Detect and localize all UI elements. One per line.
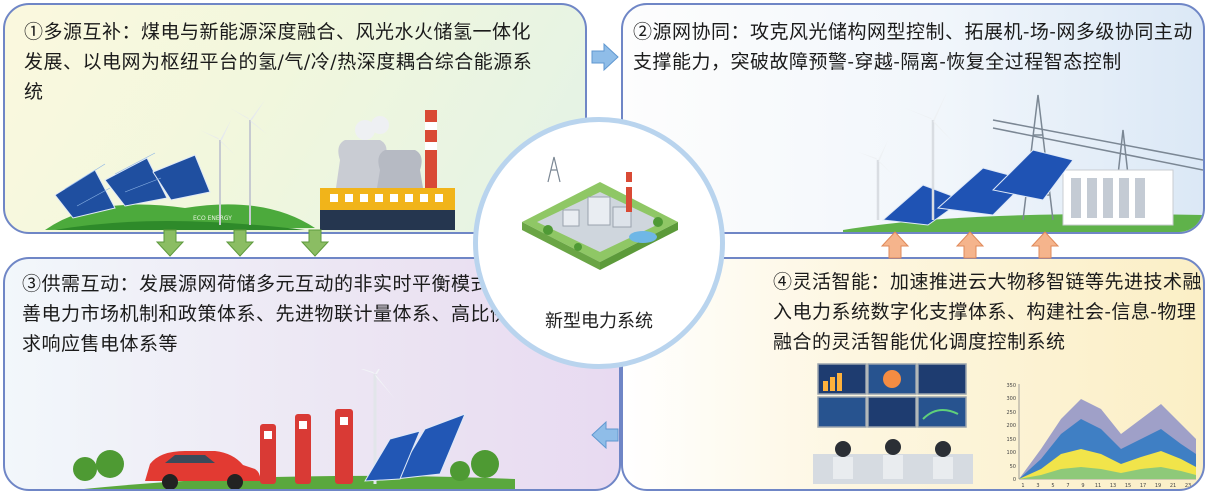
control-room-illustration [813, 363, 973, 484]
panel-flexible-intelligence: ④灵活智能：加速推进云大物移智链等先进技术融入电力系统数字化支撑体系、构建社会-… [621, 257, 1205, 491]
arrow-up-icon [955, 231, 985, 259]
arrow-right-icon [591, 42, 619, 72]
x-tick: 3 [1036, 483, 1039, 489]
x-tick: 7 [1066, 483, 1069, 489]
x-tick: 13 [1110, 483, 1116, 489]
y-tick: 350 [1006, 383, 1016, 389]
load-area-chart: 350 300 250 200 150 100 50 0 1 3 5 7 9 1… [1006, 383, 1196, 489]
panel-source-grid: ②源网协同：攻克风光储构网型控制、拓展机-场-网多级协同主动支撑能力，突破故障预… [621, 3, 1205, 234]
panel-multi-source: ①多源互补：煤电与新能源深度融合、风光水火储氢一体化发展、以电网为枢纽平台的氢/… [3, 3, 587, 234]
x-tick: 15 [1125, 483, 1131, 489]
power-system-isometric-icon [522, 156, 678, 270]
panel-supply-demand-text: ③供需互动：发展源网荷储多元互动的非实时平衡模式、完善电力市场机制和政策体系、先… [22, 273, 530, 355]
arrow-up-icon [880, 231, 910, 259]
panel-multi-source-text: ①多源互补：煤电与新能源深度融合、风光水火储氢一体化发展、以电网为枢纽平台的氢/… [24, 21, 533, 103]
x-tick: 9 [1081, 483, 1084, 489]
center-hub: 新型电力系统 [473, 117, 725, 369]
y-tick: 250 [1006, 410, 1016, 416]
x-tick: 11 [1095, 483, 1101, 489]
y-tick: 100 [1006, 450, 1016, 456]
eco-energy-banner: ECO ENERGY [193, 215, 232, 222]
x-tick: 21 [1170, 483, 1176, 489]
x-tick: 17 [1140, 483, 1146, 489]
center-label: 新型电力系统 [545, 311, 653, 332]
arrow-down-icon [300, 229, 330, 257]
panel-flexible-intelligence-text: ④灵活智能：加速推进云大物移智链等先进技术融入电力系统数字化支撑体系、构建社会-… [773, 271, 1203, 353]
x-tick: 19 [1155, 483, 1161, 489]
arrow-down-icon [155, 229, 185, 257]
y-tick: 200 [1006, 423, 1016, 429]
x-tick: 23 [1185, 483, 1191, 489]
arrow-left-icon [591, 420, 619, 450]
ev-charging-illustration [73, 369, 515, 489]
panel-source-grid-text: ②源网协同：攻克风光储构网型控制、拓展机-场-网多级协同主动支撑能力，突破故障预… [633, 21, 1193, 73]
renewable-energy-illustration: ECO ENERGY [45, 100, 455, 230]
arrow-up-icon [1030, 231, 1060, 259]
arrow-down-icon [225, 229, 255, 257]
y-tick: 150 [1006, 437, 1016, 443]
y-tick: 50 [1010, 464, 1016, 470]
x-tick: 1 [1021, 483, 1024, 489]
y-tick: 300 [1006, 396, 1016, 402]
x-tick: 5 [1051, 483, 1054, 489]
y-tick: 0 [1013, 477, 1016, 483]
grid-coordination-illustration [843, 92, 1203, 232]
